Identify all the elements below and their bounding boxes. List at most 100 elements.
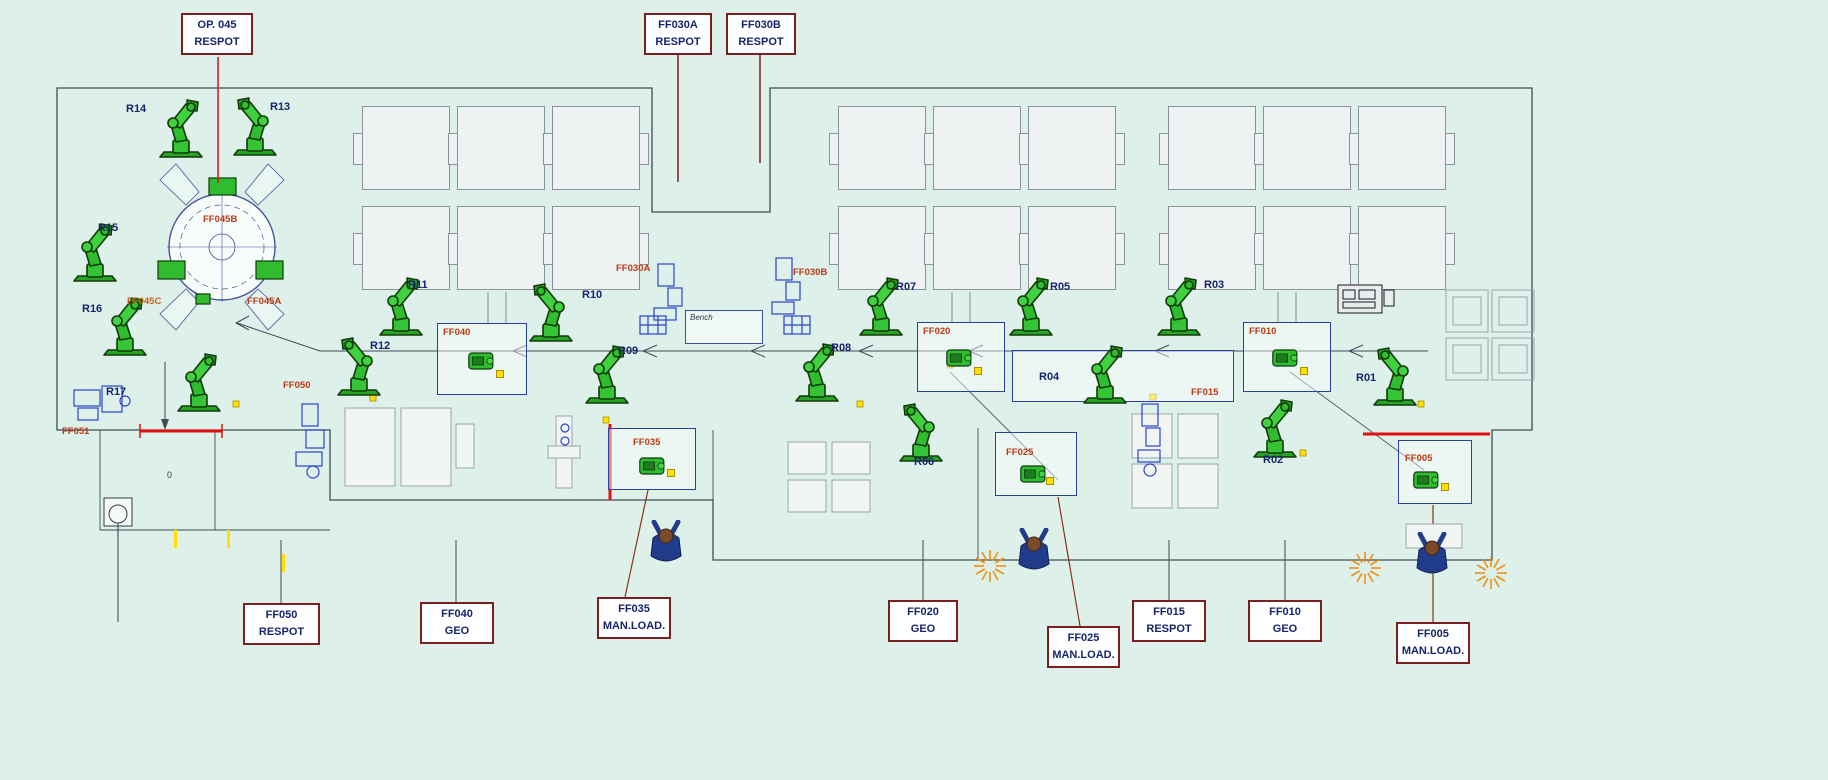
red-floor-markers <box>139 424 1490 500</box>
weld-flash-icon <box>1474 556 1508 590</box>
station-label-ff045c: FF045C <box>127 296 162 307</box>
robot-label-r05: R05 <box>1050 281 1071 293</box>
callout-line1: FF010 <box>1269 606 1301 618</box>
yellow-marker <box>974 367 982 375</box>
station-box-ff020: FF020 <box>917 322 1005 392</box>
station-label-ff005: FF005 <box>1405 453 1433 464</box>
operator-icon <box>651 522 681 561</box>
bench-box: Bench <box>685 310 763 344</box>
green-machine-icon <box>1413 469 1443 491</box>
robot-arm-icon <box>156 96 206 158</box>
station-label-ff030a: FF030A <box>616 263 651 274</box>
machine-cell <box>353 106 459 190</box>
turntable-ff045 <box>157 163 285 331</box>
robot-arm-icon <box>526 280 576 342</box>
robot-label-r06: R06 <box>914 456 935 468</box>
callout-ff050: FF050 RESPOT <box>243 603 320 646</box>
transfer-rails <box>487 292 1297 323</box>
station-box-ff010: FF010 <box>1243 322 1331 392</box>
weld-flash-icon <box>1348 551 1382 585</box>
callout-line2: RESPOT <box>655 36 701 49</box>
machine-cell <box>1159 206 1265 290</box>
operator-icon <box>1019 530 1049 569</box>
turntable-fixture <box>157 177 284 305</box>
gray-fixtures <box>344 407 1463 549</box>
station-box-ff040: FF040 <box>437 323 527 395</box>
station-label-ff035: FF035 <box>633 437 661 448</box>
callout-line2: RESPOT <box>738 36 784 49</box>
robot-label-r15: R15 <box>98 222 119 234</box>
machine-cell <box>924 106 1030 190</box>
robot-label-r13: R13 <box>270 101 291 113</box>
blue-gun-stand-ff015 <box>1137 403 1161 477</box>
machine-cell <box>543 206 649 290</box>
blue-equipment <box>73 257 1161 479</box>
callout-line2: GEO <box>1272 623 1298 636</box>
station-label-ff030b: FF030B <box>793 267 828 278</box>
robot-label-r01: R01 <box>1356 372 1377 384</box>
callout-ff005: FF005 MAN.LOAD. <box>1396 622 1470 665</box>
station-label-ff051: FF051 <box>62 426 90 437</box>
callout-line1: FF030B <box>741 19 781 31</box>
callout-line1: FF020 <box>907 606 939 618</box>
blue-robot-ff030a <box>639 263 683 335</box>
machine-cell <box>829 206 935 290</box>
machine-cell <box>1349 106 1455 190</box>
robot-label-r12: R12 <box>370 340 391 352</box>
robot-r05 <box>1006 274 1056 336</box>
robot-arm-icon <box>896 400 946 462</box>
callout-line2: MAN.LOAD. <box>1052 649 1115 662</box>
station-label-ff025: FF025 <box>1006 447 1034 458</box>
station-box-ff005: FF005 <box>1398 440 1472 504</box>
callout-line1: FF030A <box>658 19 698 31</box>
callout-ff020: FF020 GEO <box>888 600 958 643</box>
callout-line1: FF025 <box>1067 632 1100 644</box>
callout-line2: MAN.LOAD. <box>1401 645 1465 658</box>
yellow-marker <box>1300 367 1308 375</box>
callout-ff030a: FF030A RESPOT <box>644 13 712 56</box>
robot-label-r16: R16 <box>82 303 103 315</box>
station-label-ff015: FF015 <box>1191 387 1219 398</box>
robot-r10 <box>526 280 576 342</box>
callout-ff010: FF010 GEO <box>1248 600 1322 643</box>
machine-cell <box>353 206 459 290</box>
callout-line2: RESPOT <box>194 36 240 49</box>
robot-arm-icon <box>1250 396 1300 458</box>
machine-cell <box>1019 206 1125 290</box>
callout-op045: OP. 045 RESPOT <box>181 13 253 56</box>
robot-label-r14: R14 <box>126 103 147 115</box>
station-label-ff045b: FF045B <box>203 214 238 225</box>
green-machine-icon <box>639 455 669 477</box>
connector-lines <box>949 371 1425 481</box>
yellow-marker <box>1441 483 1449 491</box>
dock-post <box>103 497 133 622</box>
callout-ff030b: FF030B RESPOT <box>726 13 796 56</box>
station-label-ff045a: FF045A <box>247 296 282 307</box>
callout-ff015: FF015 RESPOT <box>1132 600 1206 643</box>
weld-flash-icon <box>973 549 1007 583</box>
callout-line1: FF040 <box>441 608 473 620</box>
robot-arm-icon <box>1006 274 1056 336</box>
callout-line2: GEO <box>910 623 936 636</box>
station-label-ff010: FF010 <box>1249 326 1277 337</box>
callout-line2: RESPOT <box>258 626 305 639</box>
green-machine-icon <box>946 347 976 369</box>
bench-label: Bench <box>690 313 713 322</box>
robot-arm-icon <box>1154 274 1204 336</box>
green-machine-icon <box>468 350 498 372</box>
callout-line2: GEO <box>444 625 470 638</box>
callout-line1: FF035 <box>618 603 650 615</box>
station-box-ff025: FF025 <box>995 432 1077 496</box>
yellow-marker <box>496 370 504 378</box>
robot-r04 <box>1080 342 1130 404</box>
station-label-ff050: FF050 <box>283 380 311 391</box>
storage-pallets <box>1445 289 1535 381</box>
station-box-ff035: FF035 <box>608 428 696 490</box>
robot-label-r17: R17 <box>106 386 127 398</box>
callout-ff035: FF035 MAN.LOAD. <box>597 597 671 640</box>
callout-ff025: FF025 MAN.LOAD. <box>1047 626 1120 669</box>
robot-arm-icon <box>1370 344 1420 406</box>
machine-cell <box>1349 206 1455 290</box>
machine-cell <box>829 106 935 190</box>
